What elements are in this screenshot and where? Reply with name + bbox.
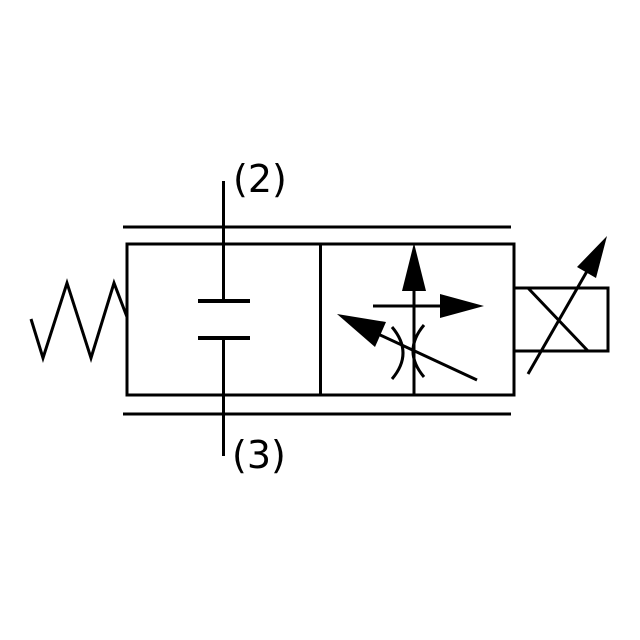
proportional-arrow-icon: [577, 236, 607, 278]
spring-icon: [29, 278, 129, 364]
orifice-arc-left: [390, 326, 405, 380]
proportional-solenoid-symbol: [512, 236, 610, 375]
orifice-arc-right: [411, 324, 426, 378]
flow-arrow-up-icon: [402, 243, 426, 291]
solenoid-box: [512, 286, 610, 353]
port-2-label: (2): [233, 157, 287, 201]
flow-arrow-right-icon: [440, 294, 484, 318]
proportional-arrow-line: [526, 265, 592, 375]
flow-path-symbol: [337, 243, 484, 395]
blocked-ports-symbol: [198, 299, 250, 340]
throttle-arrow-icon: [337, 314, 386, 347]
throttle-adjust-line: [377, 332, 478, 382]
port-3-label: (3): [232, 433, 286, 477]
